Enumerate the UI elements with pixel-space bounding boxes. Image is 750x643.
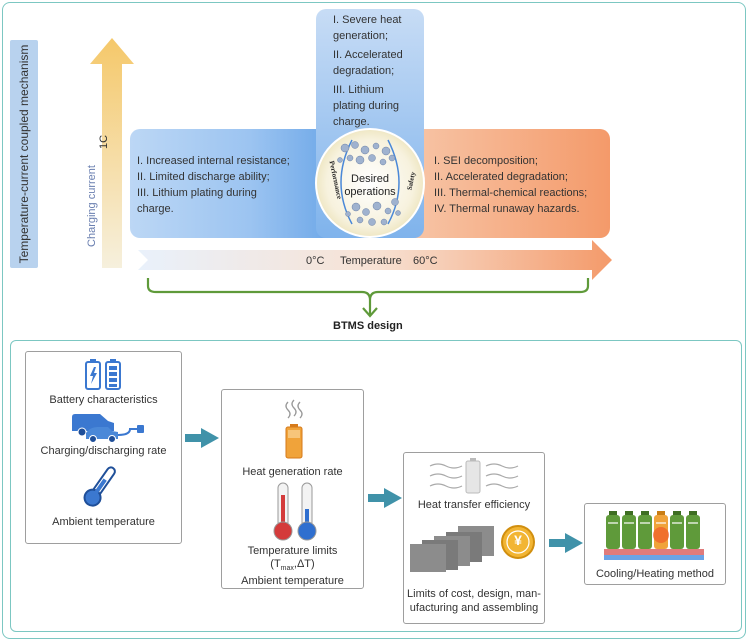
flow-arrow-3 xyxy=(549,533,583,553)
charging-current-label: Charging current xyxy=(86,165,98,247)
temperature-limits-detail: (Tmax,ΔT) xyxy=(221,558,364,575)
particles xyxy=(337,141,401,226)
battery-icon xyxy=(85,359,121,390)
high-current-effect-3b: plating during xyxy=(333,100,400,112)
limits-line-1: Limits of cost, design, man- xyxy=(407,588,541,600)
step1-inputs-box xyxy=(25,351,182,544)
coin-icon xyxy=(501,525,535,559)
flow-arrow-2 xyxy=(368,488,402,508)
high-temp-effects: I. SEI decomposition; II. Accelerated de… xyxy=(434,153,609,217)
heat-generation-label: Heat generation rate xyxy=(242,466,343,478)
ambient-temperature-label-1: Ambient temperature xyxy=(52,516,155,528)
limits-text: Limits of cost, design, man- ufacturing … xyxy=(403,587,545,615)
battery-characteristics-label: Battery characteristics xyxy=(49,394,158,406)
temperature-limits-label: Temperature limits xyxy=(247,545,338,557)
high-current-effect-2b: degradation; xyxy=(333,65,395,77)
btms-frame xyxy=(10,340,742,632)
cooling-heating-method-label: Cooling/Heating method xyxy=(595,568,715,580)
cooling-heating-pack-icon xyxy=(604,511,704,560)
low-temp-effect-2: II. Limited discharge ability; xyxy=(137,171,270,183)
hot-battery-icon xyxy=(285,399,303,459)
mechanism-side-label: Temperature-current coupled mechanism xyxy=(10,40,38,268)
low-temp-effect-3: III. Lithium plating during xyxy=(137,187,257,199)
low-temp-effect-1: I. Increased internal resistance; xyxy=(137,155,290,167)
desired-operations-text: Desired operations xyxy=(330,173,410,199)
tmax-sub: max xyxy=(280,565,294,573)
high-current-effect-1: I. Severe heat xyxy=(333,14,402,26)
temp-axis-label: Temperature xyxy=(340,255,402,267)
low-temp-effects: I. Increased internal resistance; II. Li… xyxy=(137,153,312,217)
thermometers-icon xyxy=(273,482,317,541)
battery-pack-icon xyxy=(410,526,494,572)
yen-symbol: ¥ xyxy=(514,532,522,548)
thermometer-icon xyxy=(83,466,116,507)
btms-bracket xyxy=(146,278,590,301)
heat-transfer-label: Heat transfer efficiency xyxy=(417,499,531,511)
charging-rate-label: Charging/discharging rate xyxy=(40,445,167,457)
desired-line2: operations xyxy=(344,186,396,198)
desired-line1: Desired xyxy=(351,173,389,185)
charging-current-arrow xyxy=(90,38,134,268)
high-current-effect-2: II. Accelerated xyxy=(333,49,403,61)
electric-vehicles-icon xyxy=(72,414,144,443)
charging-current-label-wrap: Charging current xyxy=(83,150,103,270)
high-current-effects: I. Severe heat generation; II. Accelerat… xyxy=(333,12,423,130)
high-temp-effect-2: II. Accelerated degradation; xyxy=(434,171,568,183)
tmax-open: (T xyxy=(270,558,281,570)
ambient-temperature-label-2: Ambient temperature xyxy=(241,575,344,588)
high-current-effect-1b: generation; xyxy=(333,30,389,42)
temp-low-label: 0°C xyxy=(306,255,325,267)
current-tick-1c: 1C xyxy=(98,134,111,150)
heat-transfer-icon xyxy=(429,458,519,494)
mechanism-diagram xyxy=(90,9,612,318)
temperature-limits-block: Temperature limits (Tmax,ΔT) Ambient tem… xyxy=(221,545,364,588)
high-temp-effect-4: IV. Thermal runaway hazards. xyxy=(434,203,580,215)
step2-heat-box xyxy=(221,389,364,589)
high-current-effect-3c: charge. xyxy=(333,116,370,128)
low-temp-effect-3b: charge. xyxy=(137,203,174,215)
flow-arrow-1 xyxy=(185,428,219,448)
desired-operations-circle xyxy=(315,128,425,238)
delta-t: ,ΔT) xyxy=(293,558,315,570)
temperature-arrow xyxy=(138,240,612,280)
high-current-effect-3: III. Lithium xyxy=(333,84,384,96)
btms-design-label: BTMS design xyxy=(333,320,403,332)
high-temp-effect-1: I. SEI decomposition; xyxy=(434,155,538,167)
temp-high-label: 60°C xyxy=(413,255,438,267)
limits-line-2: ufacturing and assembling xyxy=(409,602,539,614)
high-temp-effect-3: III. Thermal-chemical reactions; xyxy=(434,187,588,199)
